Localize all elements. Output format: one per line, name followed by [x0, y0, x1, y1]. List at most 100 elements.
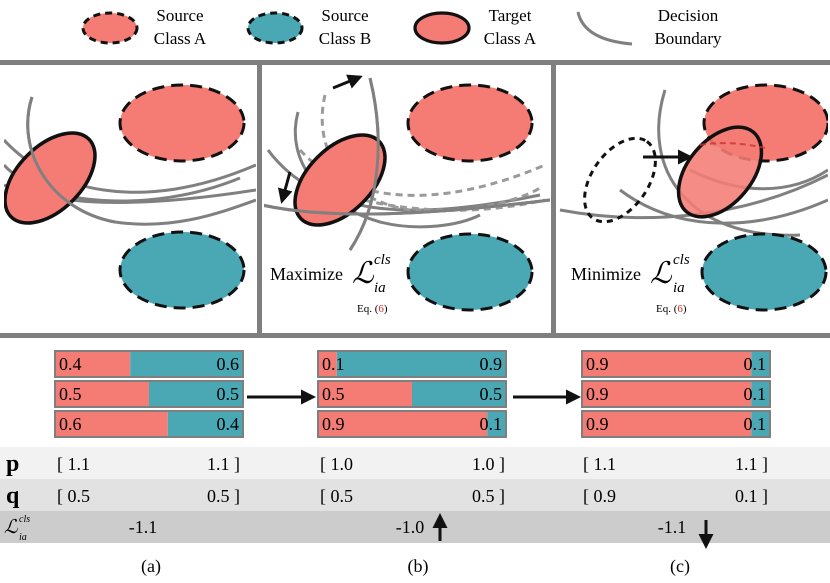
row-p-values: [ 1.1 1.1 ] [ 1.0 1.0 ] [ 1.1 1.1 ] — [57, 454, 768, 474]
row-q-background — [0, 479, 830, 511]
q-value-open: [ 0.5 — [57, 486, 90, 506]
q-value-close: 0.1 ] — [735, 486, 768, 506]
bar-class-b-segment — [751, 381, 770, 407]
bar-value-right: 0.5 — [217, 384, 240, 404]
caption-c: (c) — [670, 556, 690, 577]
loss-symbol: ℒ — [352, 257, 375, 290]
source-class-b-region — [406, 232, 534, 312]
boundary-shift-arrow — [277, 171, 293, 204]
bar-value-left: 0.9 — [586, 414, 609, 434]
bar-value-left: 0.6 — [59, 414, 82, 434]
panel-a — [4, 83, 256, 310]
decision-boundary-front — [264, 198, 550, 216]
bar-class-b-segment — [751, 351, 770, 377]
legend-label-line2: Class A — [154, 29, 207, 48]
bar-value-right: 0.9 — [480, 354, 503, 374]
source-class-a-swatch — [81, 11, 139, 45]
bar-value-right: 0.6 — [217, 354, 240, 374]
equation-reference: Eq. (6) — [357, 303, 388, 315]
bar-value-right: 0.1 — [744, 384, 767, 404]
legend-label-line1: Target — [489, 6, 532, 25]
p-value-close: 1.0 ] — [472, 454, 505, 474]
legend-label-line2: Class A — [484, 29, 537, 48]
legend-target-class-a: Target Class A — [413, 6, 537, 48]
bar-outline — [581, 350, 771, 378]
source-class-b-region — [700, 232, 828, 312]
legend-source-class-b: Source Class B — [246, 6, 371, 48]
boundary-shift-arrow — [332, 74, 363, 90]
bar-class-b-segment — [336, 351, 506, 377]
maximize-label: Maximize — [270, 264, 343, 284]
bar-class-a-segment — [318, 351, 337, 377]
panel-c-annotation: Minimize ℒ cls ia Eq. (6) — [571, 252, 690, 315]
legend: Source Class A Source Class B Target Cla… — [81, 6, 722, 48]
dashed-boundary — [320, 94, 541, 213]
bar-value-right: 0.4 — [217, 414, 240, 434]
bar-class-b-segment — [149, 381, 243, 407]
bar-value-right: 0.5 — [480, 384, 503, 404]
source-class-b-swatch — [246, 11, 304, 45]
loss-subscript: ia — [19, 532, 27, 543]
decision-boundary-front — [348, 77, 380, 251]
bar-value-left: 0.9 — [586, 354, 609, 374]
loss-value-c: -1.1 — [658, 517, 687, 537]
row-loss-values: -1.1 -1.0 -1.1 — [129, 517, 687, 537]
bar-class-a-segment — [582, 351, 752, 377]
bar-outline — [581, 380, 771, 408]
bar-value-left: 0.9 — [322, 414, 345, 434]
equation-reference: Eq. (6) — [656, 303, 687, 315]
source-class-a-region — [118, 83, 246, 163]
row-loss-background — [0, 511, 830, 543]
target-class-a-region — [4, 131, 97, 225]
caption-a: (a) — [141, 556, 161, 577]
bar-class-b-segment — [167, 411, 243, 437]
p-value-close: 1.1 ] — [735, 454, 768, 474]
minimize-label: Minimize — [571, 264, 641, 284]
row-q-values: [ 0.5 0.5 ] [ 0.5 0.5 ] [ 0.9 0.1 ] — [57, 486, 768, 506]
bar-class-a-segment — [55, 381, 149, 407]
bar-value-left: 0.9 — [586, 384, 609, 404]
source-class-a-region — [406, 83, 534, 163]
bar-class-b-segment — [412, 381, 506, 407]
source-class-a-overlap-edge — [699, 142, 766, 149]
legend-label-line1: Source — [156, 6, 203, 25]
target-class-a-swatch — [413, 11, 471, 45]
bar-class-b-segment — [487, 411, 506, 437]
panel-frames — [0, 60, 830, 338]
bar-class-b-segment — [751, 411, 770, 437]
legend-label-line1: Source — [321, 6, 368, 25]
q-value-open: [ 0.9 — [583, 486, 616, 506]
loss-symbol: ℒ — [4, 517, 19, 538]
panel-b — [264, 74, 550, 312]
p-value-open: [ 1.1 — [583, 454, 616, 474]
frame-divider-right — [551, 60, 556, 338]
q-value-open: [ 0.5 — [320, 486, 353, 506]
row-p-background — [0, 447, 830, 479]
bar-outline — [317, 410, 507, 438]
frame-divider-left — [257, 60, 262, 338]
p-value-close: 1.1 ] — [207, 454, 240, 474]
bar-outline — [54, 380, 244, 408]
p-value-open: [ 1.0 — [320, 454, 353, 474]
bar-outline — [54, 410, 244, 438]
bar-value-left: 0.4 — [59, 354, 82, 374]
legend-decision-boundary: Decision Boundary — [576, 6, 722, 48]
table-rows — [0, 447, 830, 543]
row-label-loss: ℒ cls ia — [4, 514, 30, 543]
loss-superscript: cls — [374, 252, 391, 268]
source-class-b-region — [118, 230, 246, 310]
q-value-close: 0.5 ] — [207, 486, 240, 506]
bar-value-left: 0.1 — [322, 354, 345, 374]
decision-boundary-swatch — [576, 11, 633, 46]
bar-outline — [581, 410, 771, 438]
loss-superscript: cls — [19, 514, 30, 525]
bar-class-b-segment — [130, 351, 243, 377]
legend-source-class-a: Source Class A — [81, 6, 207, 48]
decision-boundary-front — [26, 96, 116, 224]
bar-value-right: 0.1 — [744, 354, 767, 374]
frame-top — [0, 60, 830, 65]
loss-subscript: ia — [673, 280, 685, 296]
loss-value-b: -1.0 — [396, 517, 425, 537]
